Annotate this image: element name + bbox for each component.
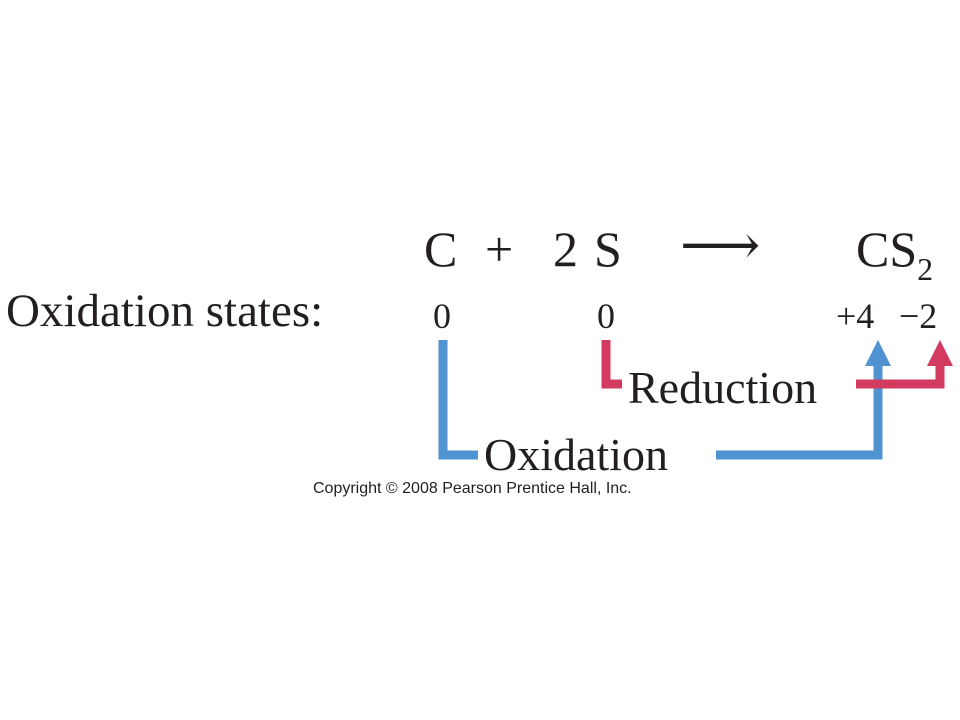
plus-sign: + — [485, 221, 514, 277]
product-formula: CS — [856, 221, 918, 277]
product-cs2: CS2 — [856, 221, 933, 285]
reactant-sulfur: S — [594, 221, 622, 277]
reduction-path-right — [856, 360, 945, 389]
oxidation-path-right — [716, 360, 883, 460]
reactant-carbon: C — [424, 221, 458, 277]
sulfur-oxidation-state: 0 — [597, 296, 615, 336]
oxidation-path-left — [438, 340, 478, 460]
reduction-label: Reduction — [628, 362, 818, 413]
oxidation-arrowhead-icon — [865, 340, 891, 366]
sulfur-coefficient: 2 — [553, 221, 578, 277]
cs2-carbon-oxidation-state: +4 — [836, 296, 875, 336]
carbon-oxidation-state: 0 — [433, 296, 451, 336]
reaction-arrow-icon: ⟶ — [680, 215, 761, 277]
oxidation-states-label: Oxidation states: — [6, 285, 324, 337]
oxidation-label: Oxidation — [484, 429, 668, 480]
reduction-path-left — [601, 340, 622, 389]
product-subscript: 2 — [917, 251, 934, 287]
cs2-sulfur-oxidation-state: −2 — [899, 296, 938, 336]
copyright-notice: Copyright © 2008 Pearson Prentice Hall, … — [313, 480, 632, 497]
reduction-arrowhead-icon — [927, 340, 953, 366]
